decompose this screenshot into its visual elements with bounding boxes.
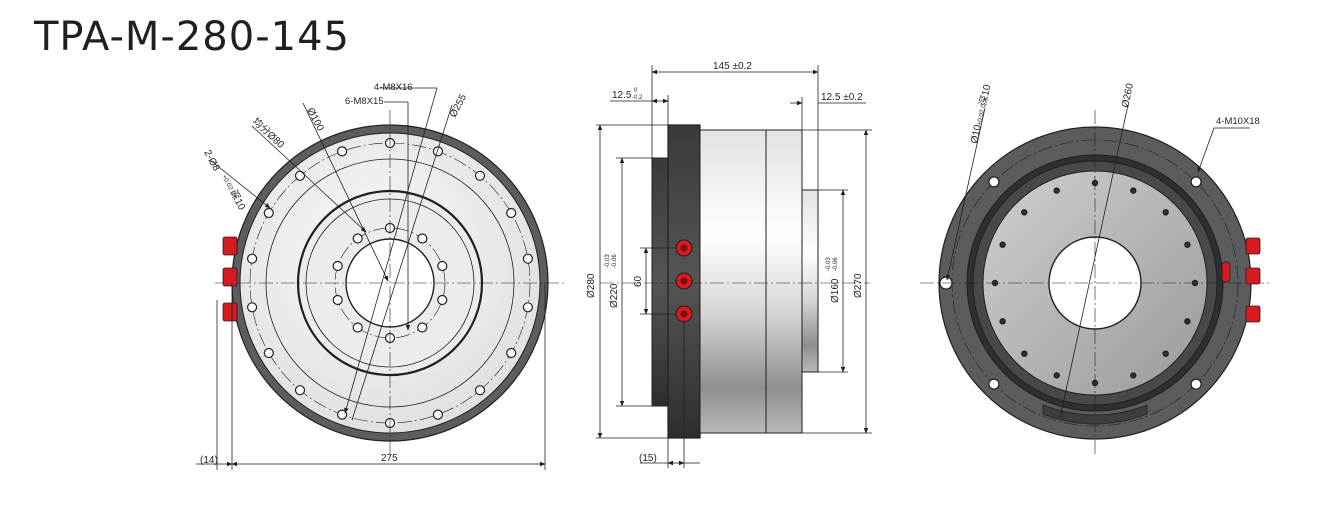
front-connectors (222, 236, 238, 322)
bolt-hole (417, 322, 428, 333)
bolt-hole (1184, 241, 1191, 248)
dim-dia-80: 均分Ø80 (250, 115, 287, 151)
bolt-hole (474, 170, 486, 181)
m10-hole (1190, 378, 1202, 390)
rear-callout-pin-depth: 深10 (977, 83, 993, 107)
side-view (596, 65, 872, 468)
dim-dia-255: Ø255 (448, 92, 469, 119)
rear-callout-4-m10x18: 4-M10X18 (1216, 116, 1260, 127)
bolt-hole (247, 302, 258, 313)
bolt-hole (522, 253, 534, 264)
rear-m10-holes (988, 176, 1202, 390)
inner-bolt-holes (332, 222, 448, 344)
callout-pin-depth: 深10 (227, 188, 248, 213)
dim-dia-160-tol-upper: -0.03 (826, 257, 832, 271)
callout-pin-2-dia-8: 2-Ø8 (201, 148, 221, 173)
bolt-hole (1162, 209, 1169, 216)
bolt-hole (263, 207, 274, 219)
bolt-hole (432, 409, 443, 420)
bolt-hole (247, 253, 258, 264)
dim-dia-220-tol-upper: -0.03 (605, 254, 611, 268)
outer-bolt-holes (247, 137, 534, 429)
bolt-hole (1130, 187, 1137, 194)
bolt-hole (1162, 350, 1169, 357)
dim-dia-160: Ø160 (830, 278, 841, 303)
dim-12-5-right: 12.5 ±0.2 (821, 92, 863, 103)
rear-small-holes (991, 179, 1199, 387)
bolt-hole (332, 260, 343, 272)
dim-12-5-left-tol-upper: 0 (634, 88, 638, 94)
bolt-hole (294, 385, 306, 396)
rear-connectors (1245, 237, 1261, 323)
bolt-hole (332, 294, 343, 306)
bolt-hole (474, 385, 486, 396)
dim-dia-280: Ø280 (586, 273, 597, 298)
dim-dia-100: Ø100 (304, 106, 325, 133)
bolt-hole (432, 146, 443, 157)
bolt-hole (294, 170, 306, 181)
bolt-hole (999, 318, 1006, 325)
dim-60: 60 (633, 275, 644, 287)
rear-dim-dia-260: Ø260 (1120, 82, 1136, 109)
bolt-hole (437, 294, 448, 306)
bolt-hole (999, 241, 1006, 248)
front-view (196, 87, 565, 470)
dim-dia-220-tol-lower: -0.06 (612, 254, 618, 268)
dim-145: 145 ±0.2 (713, 61, 752, 72)
bolt-hole (352, 233, 363, 244)
dim-12-5-left: 12.5 (612, 90, 632, 101)
rear-view (920, 104, 1270, 455)
bolt-hole (1021, 209, 1028, 216)
callout-6-m8x15: 6-M8X15 (345, 96, 384, 107)
rear-callout-pin-dia-10: Ø10 (969, 123, 984, 144)
bolt-hole (352, 322, 363, 333)
side-connectors (675, 239, 693, 323)
bolt-hole (437, 260, 448, 272)
dim-dia-220: Ø220 (609, 283, 620, 308)
bolt-hole (506, 207, 517, 219)
bolt-hole (1053, 187, 1060, 194)
m10-hole (1190, 176, 1202, 188)
bolt-hole (337, 146, 348, 157)
bolt-hole (417, 233, 428, 244)
bolt-hole (1130, 372, 1137, 379)
dim-14: (14) (200, 455, 218, 466)
dim-12-5-left-tol-lower: -0.2 (632, 95, 643, 101)
m10-hole (988, 378, 1000, 390)
dim-275: 275 (381, 453, 398, 464)
page-title: TPA-M-280-145 (34, 14, 350, 60)
callout-4-m8x16: 4-M8X16 (374, 82, 413, 93)
m10-hole (988, 176, 1000, 188)
bolt-hole (522, 302, 534, 313)
rear-callout-pin-tolerance: +0.02 0 (976, 103, 987, 126)
bolt-hole (263, 347, 274, 359)
bolt-hole (506, 347, 517, 359)
dim-dia-160-tol-lower: -0.06 (833, 257, 839, 271)
bolt-hole (1053, 372, 1060, 379)
dim-dia-270: Ø270 (853, 273, 864, 298)
dim-15: (15) (639, 453, 657, 464)
bolt-hole (1021, 350, 1028, 357)
bolt-hole (1184, 318, 1191, 325)
